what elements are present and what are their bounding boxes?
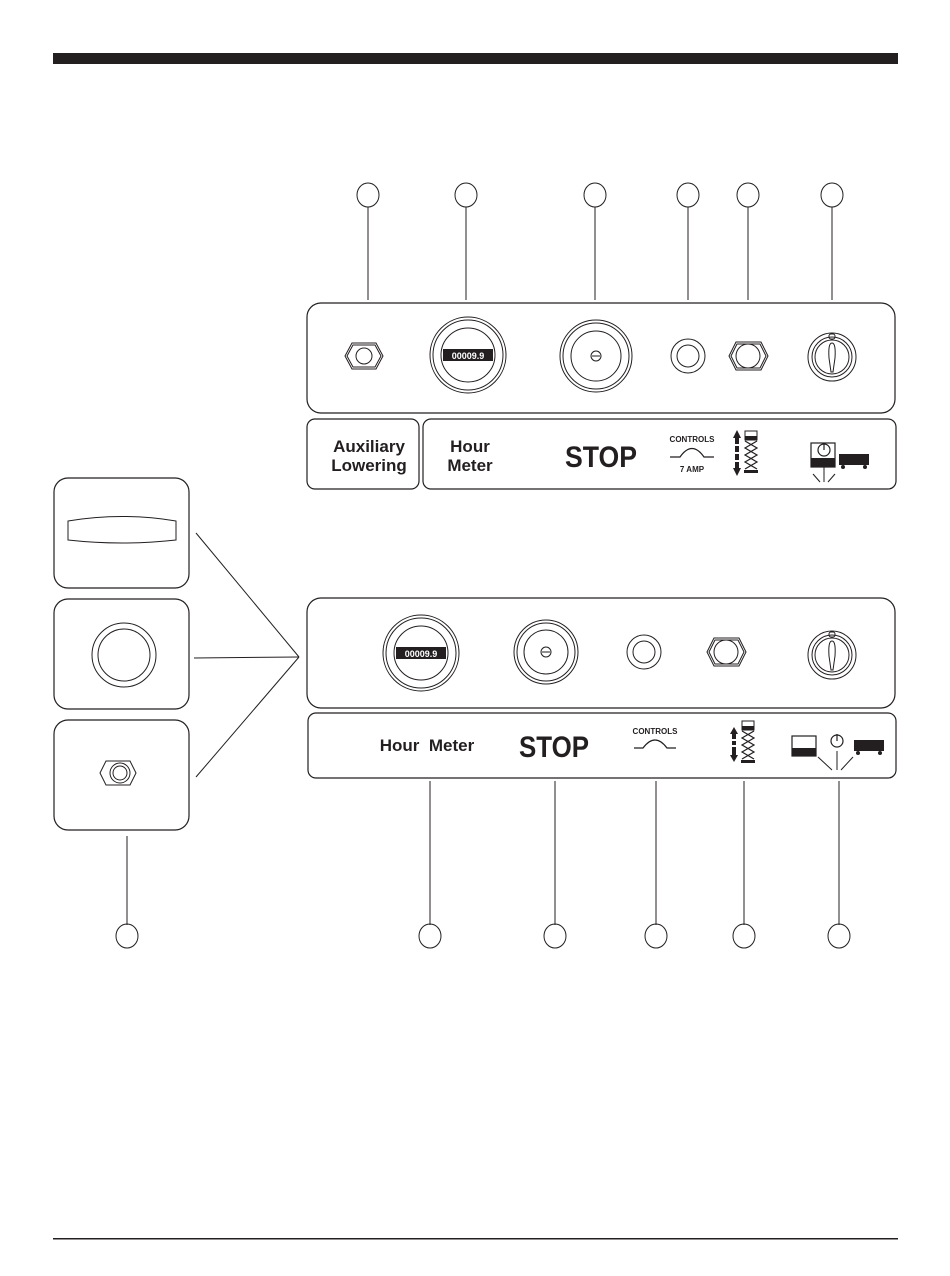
label-hour: Hour: [450, 437, 490, 456]
callout-lift-toggle-lower: [733, 781, 755, 948]
lift-drive-toggle[interactable]: [729, 342, 768, 370]
lift-drive-icon-lower: [730, 721, 755, 763]
callout-key-switch: [821, 183, 843, 300]
label-meter: Meter: [447, 456, 493, 475]
label-controls-lower: CONTROLS: [633, 727, 679, 736]
key-switch-symbol-upper: [811, 443, 869, 482]
scissor-lift-icon: [745, 441, 757, 469]
hour-meter: 00009.9: [430, 317, 506, 393]
callout-circuit-breaker-lower: [645, 781, 667, 948]
callout-lift-toggle: [737, 183, 759, 300]
label-7-amp: 7 AMP: [680, 465, 705, 474]
callout-hour-meter: [455, 183, 477, 300]
callout-circuit-breaker: [677, 183, 699, 300]
lift-drive-toggle-lower[interactable]: [707, 638, 746, 666]
label-stop: STOP: [565, 441, 637, 474]
up-arrow-icon: [733, 430, 741, 438]
stop-button-lower[interactable]: [514, 620, 578, 684]
rocker-switch-option-inset: [54, 478, 189, 588]
push-button-option-inset: [54, 599, 189, 709]
footer-rule: [53, 1238, 898, 1240]
callout-stop-lower: [544, 781, 566, 948]
label-hour-meter-lower: Hour Meter: [380, 736, 475, 755]
lift-drive-icon-upper: [733, 430, 758, 476]
callout-stop: [584, 183, 606, 300]
ground-control-icon: [839, 454, 869, 465]
label-stop-lower: STOP: [519, 731, 589, 764]
label-lowering: Lowering: [331, 456, 407, 475]
option-leader-lines: [194, 533, 299, 777]
circuit-breaker-button[interactable]: [671, 339, 705, 373]
upper-label-strip: [423, 419, 896, 489]
lower-callouts: [116, 781, 850, 948]
aux-lowering-toggle[interactable]: [345, 343, 383, 369]
label-controls: CONTROLS: [670, 435, 716, 444]
toggle-switch-option-inset: [54, 720, 189, 830]
header-bar: [53, 53, 898, 64]
down-arrow-icon: [733, 468, 741, 476]
callout-aux-lowering: [357, 183, 379, 300]
hour-meter-reading-lower: 00009.9: [405, 649, 438, 659]
label-auxiliary: Auxiliary: [333, 437, 405, 456]
key-switch-symbol-lower: [792, 734, 884, 770]
key-switch-lower[interactable]: [808, 631, 856, 679]
upper-callouts: [357, 183, 843, 300]
push-button-icon: [92, 623, 156, 687]
toggle-switch-icon: [100, 761, 136, 785]
circuit-breaker-button-lower[interactable]: [627, 635, 661, 669]
callout-key-switch-lower: [828, 781, 850, 948]
stop-button[interactable]: [560, 320, 632, 392]
circuit-breaker-symbol-upper: CONTROLS 7 AMP: [670, 435, 716, 474]
circuit-breaker-symbol-lower: CONTROLS: [633, 727, 679, 748]
callout-option-inset: [116, 836, 138, 948]
hour-meter-reading: 00009.9: [452, 351, 485, 361]
callout-hour-meter-lower: [419, 781, 441, 948]
rocker-switch-icon: [68, 517, 176, 544]
key-switch[interactable]: [808, 333, 856, 381]
hour-meter-lower: 00009.9: [383, 615, 459, 691]
lower-control-panel: [307, 598, 895, 708]
